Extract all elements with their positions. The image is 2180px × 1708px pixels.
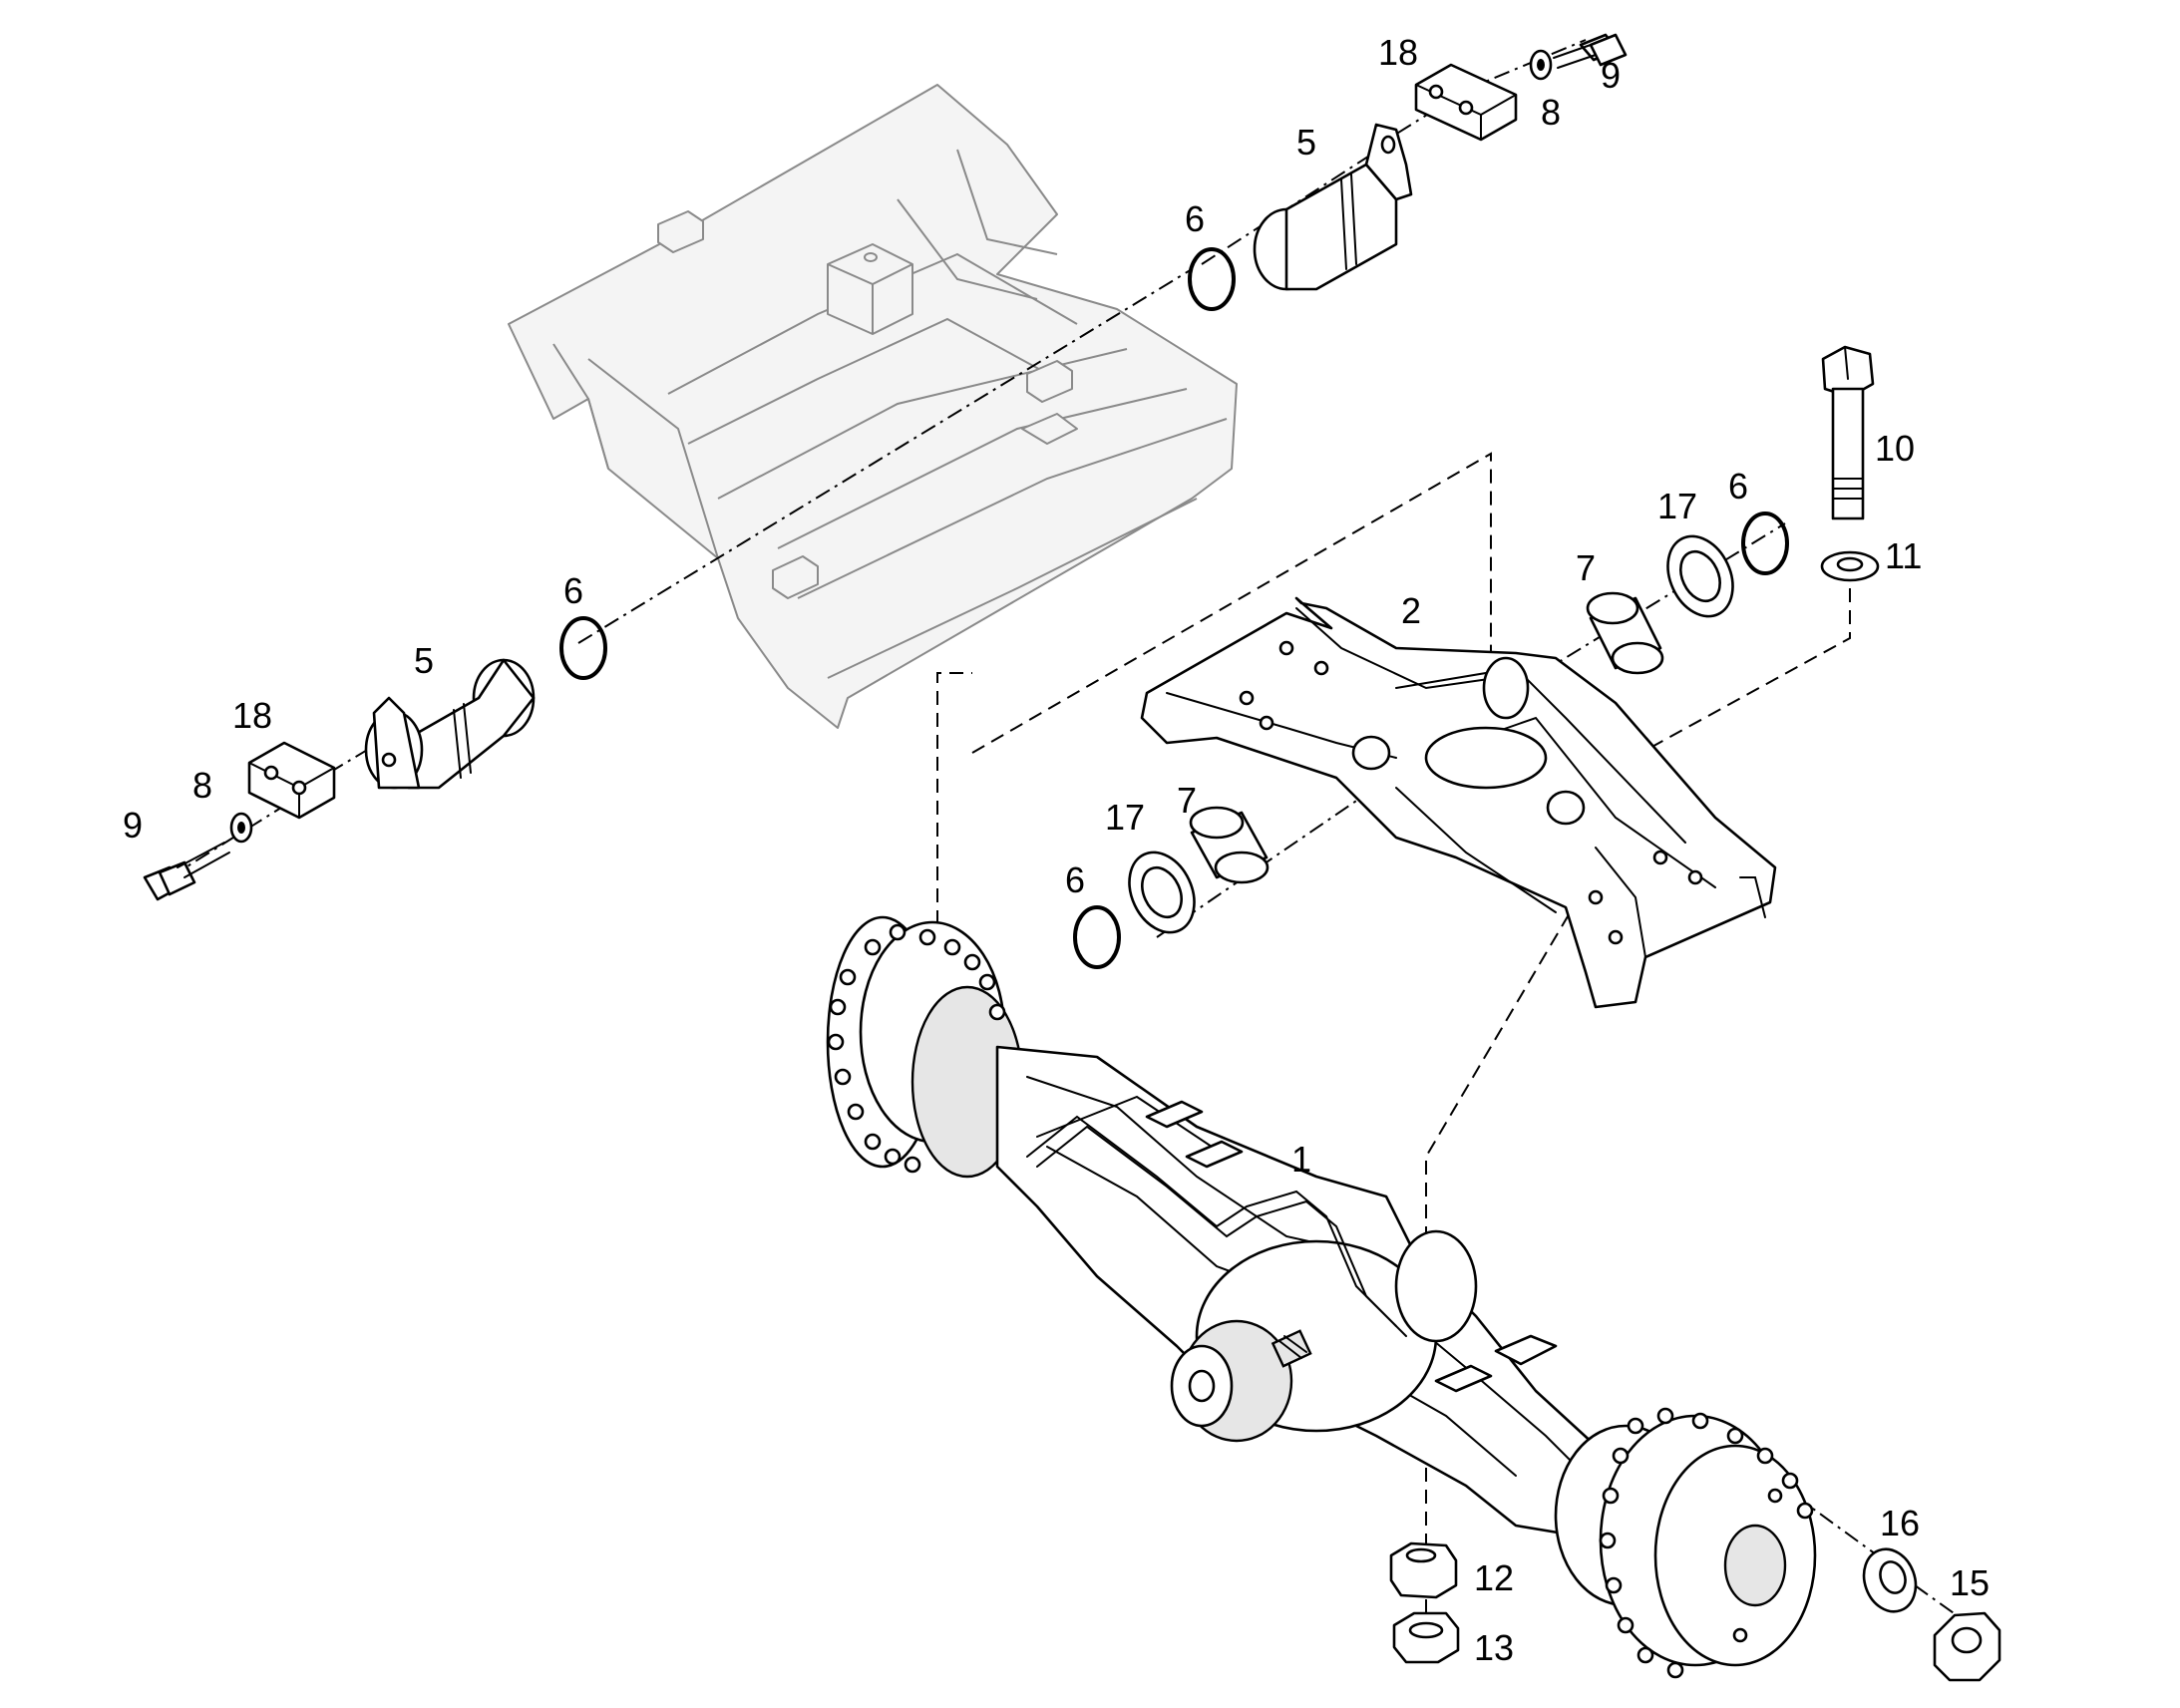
callout-11: 11	[1885, 535, 1922, 576]
washer-part-8-top	[1529, 49, 1553, 81]
vehicle-frame-phantom	[508, 84, 1238, 729]
bushing-part-7-mid	[1189, 806, 1270, 884]
pivot-pin-top-part-5	[1253, 123, 1413, 291]
callout-18-left: 18	[232, 695, 272, 736]
thrust-washer-part-17-right	[1666, 534, 1734, 618]
callout-labels: 1 2 5 5 6 6 6 6 7 7 8 8 9 9 10 11 12 13 …	[123, 32, 1990, 1668]
callout-1: 1	[1291, 1139, 1311, 1180]
callout-8-left: 8	[192, 765, 212, 806]
washer-part-11	[1820, 550, 1880, 582]
nut-part-12	[1389, 1541, 1458, 1599]
snap-ring-part-6-left	[559, 616, 607, 680]
callout-10: 10	[1875, 428, 1915, 469]
callout-6-top: 6	[1185, 198, 1205, 239]
thrust-washer-part-17-mid	[1128, 851, 1196, 934]
callout-8-top: 8	[1541, 92, 1561, 133]
pivot-pin-left-part-5	[364, 658, 536, 790]
retainer-plate-part-18-left	[247, 741, 336, 820]
bushing-part-7-right	[1586, 591, 1664, 675]
drive-axle-part-1	[826, 915, 1817, 1679]
retainer-plate-part-18-top	[1414, 63, 1518, 142]
callout-17-right: 17	[1657, 486, 1697, 526]
callout-18-top: 18	[1378, 32, 1418, 73]
long-bolt-part-10	[1821, 345, 1875, 520]
lock-washer-part-16	[1862, 1547, 1918, 1613]
snap-ring-part-6-right	[1741, 512, 1789, 575]
callout-6-right: 6	[1728, 466, 1748, 507]
callout-7-mid: 7	[1177, 780, 1197, 821]
callout-2: 2	[1401, 590, 1421, 631]
axle-cradle-part-2	[1140, 596, 1777, 1009]
nut-part-13	[1392, 1611, 1460, 1664]
callout-5-left: 5	[414, 640, 434, 681]
callout-7-right: 7	[1576, 547, 1596, 588]
bolt-part-9-top	[1553, 33, 1628, 69]
hex-nut-part-15	[1933, 1611, 2001, 1682]
callout-12: 12	[1474, 1557, 1514, 1598]
callout-13: 13	[1474, 1627, 1514, 1668]
callout-9-left: 9	[123, 805, 143, 846]
callout-6-mid: 6	[1065, 859, 1085, 900]
callout-16: 16	[1880, 1503, 1920, 1543]
callout-15: 15	[1950, 1562, 1990, 1603]
snap-ring-part-6-mid	[1073, 905, 1121, 969]
callout-9-top: 9	[1601, 55, 1621, 96]
callout-5-top: 5	[1296, 122, 1316, 163]
callout-6-left: 6	[563, 570, 583, 611]
snap-ring-part-6-top	[1188, 247, 1236, 311]
callout-17-mid: 17	[1105, 797, 1145, 838]
bolt-part-9-left	[143, 842, 230, 901]
washer-part-8-left	[229, 812, 253, 844]
